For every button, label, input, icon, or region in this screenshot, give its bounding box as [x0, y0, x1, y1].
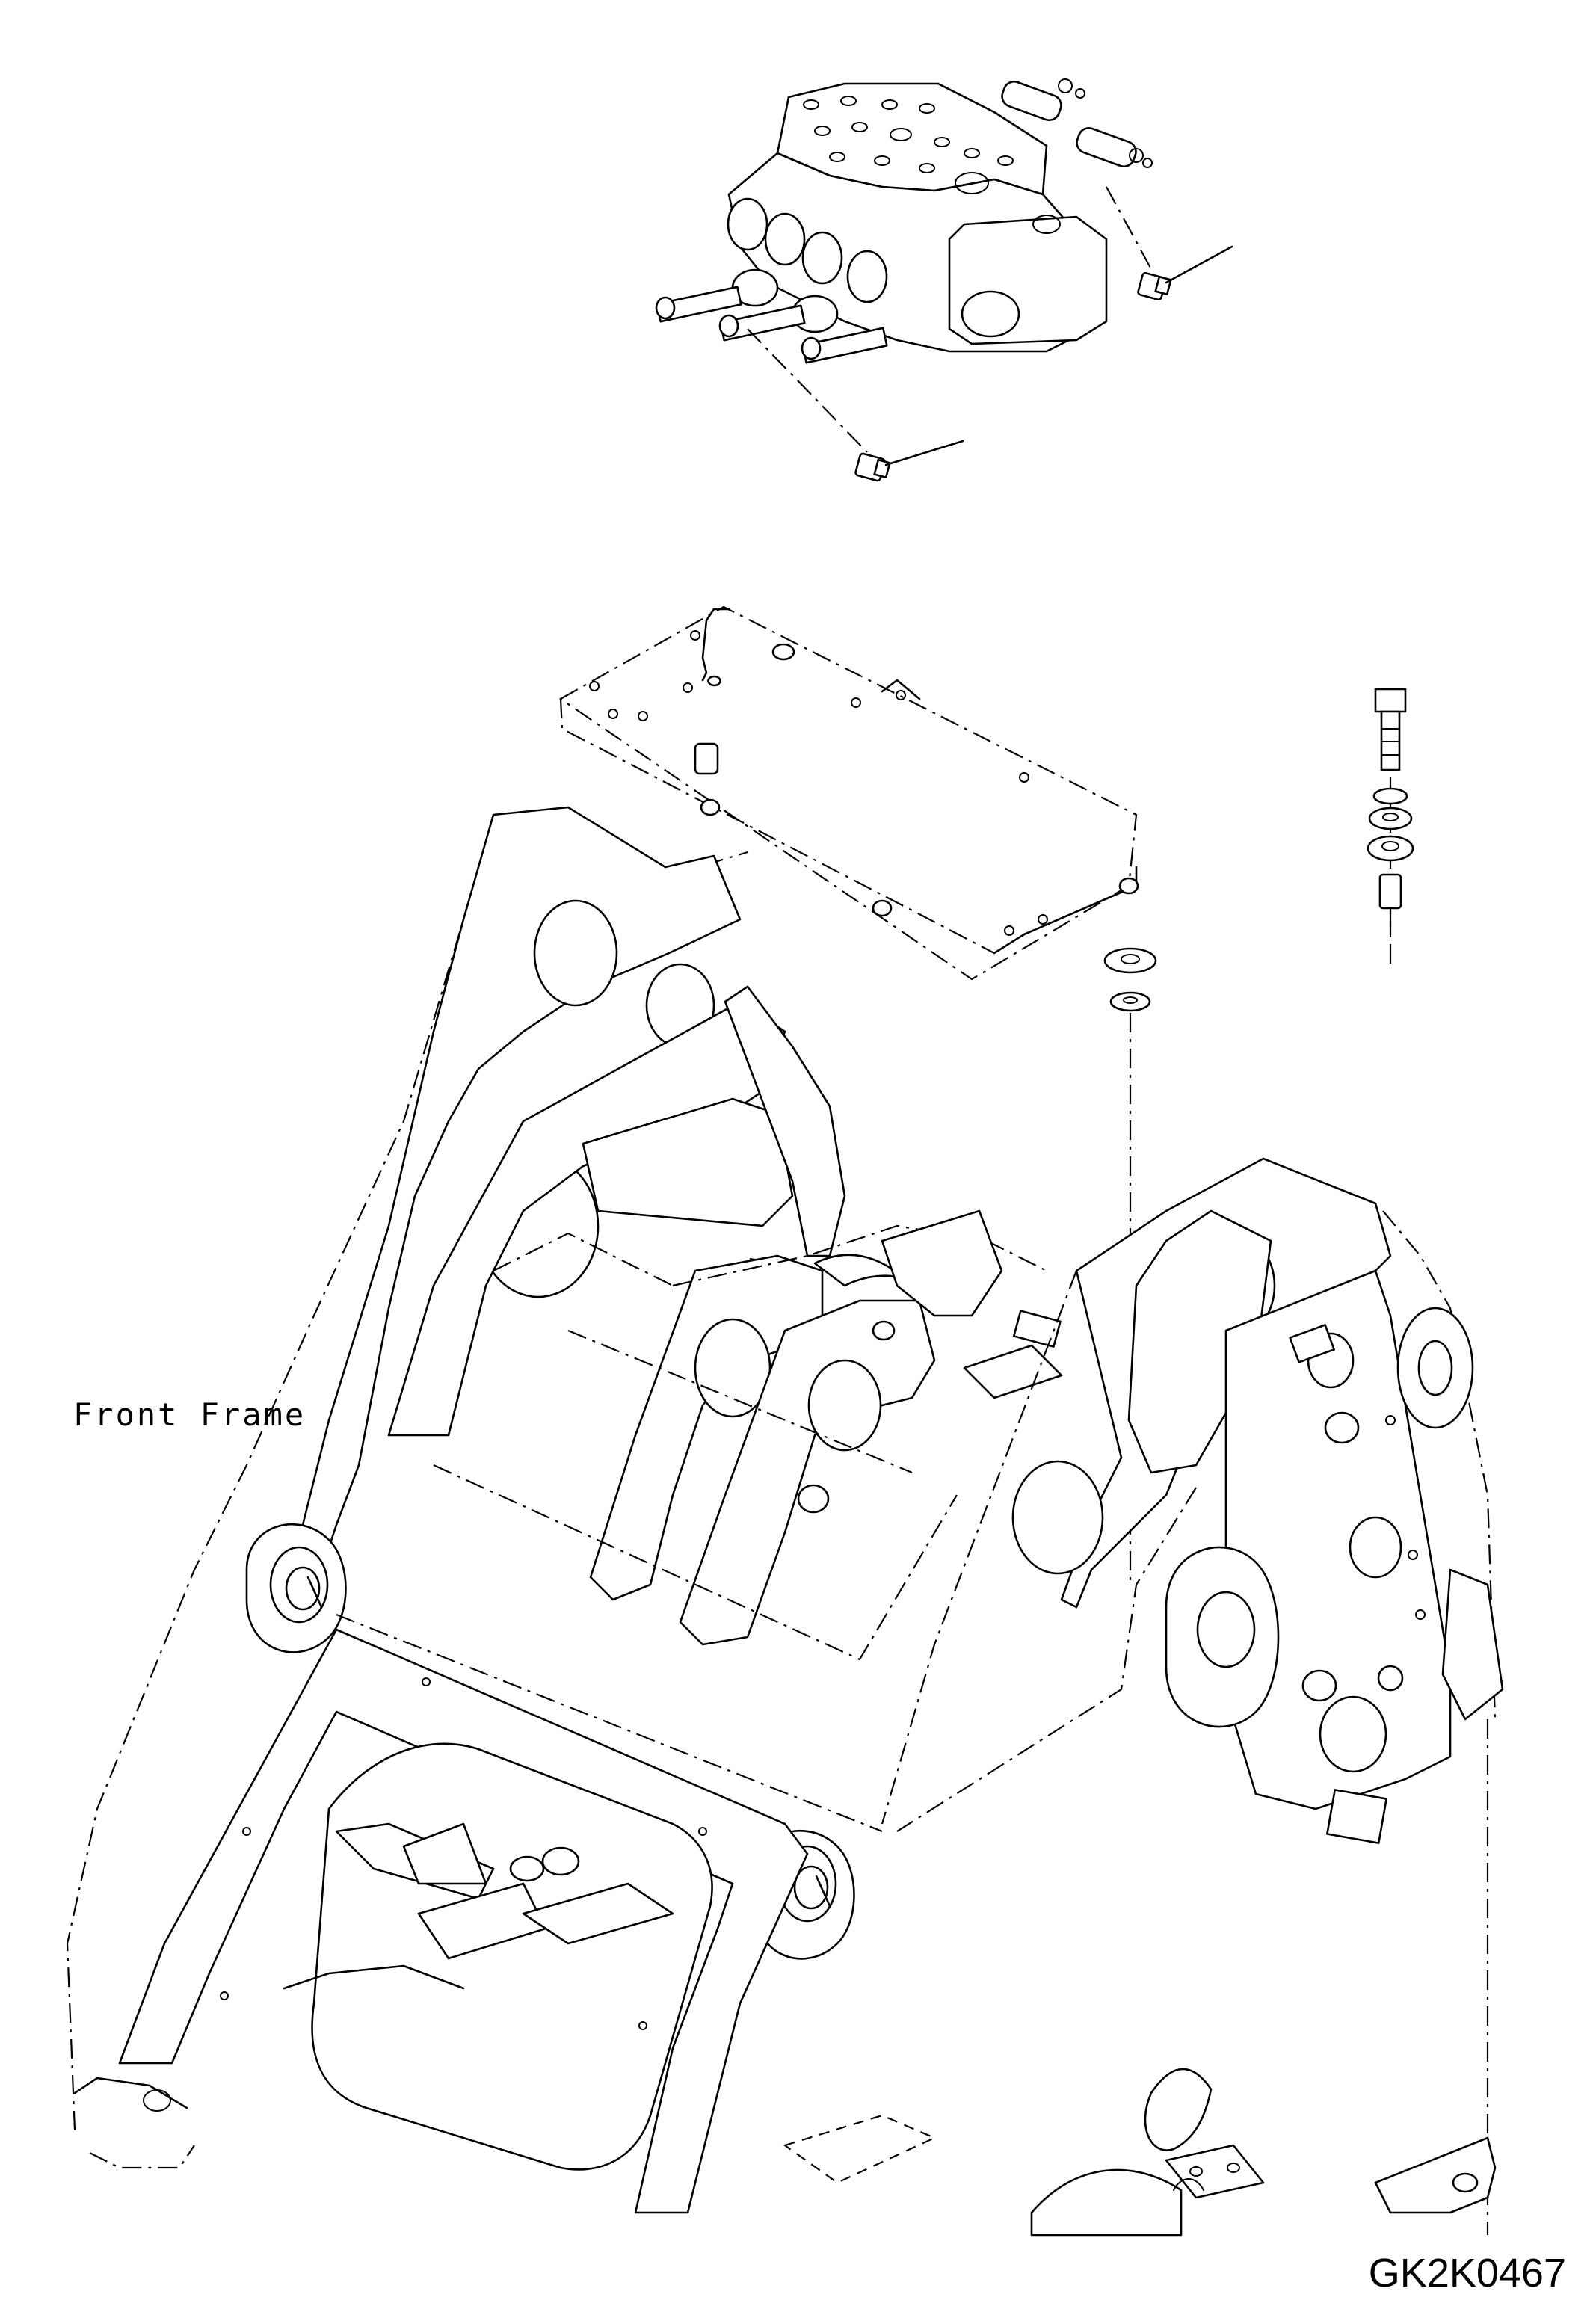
- front-frame-label: Front Frame: [73, 1396, 306, 1433]
- bolt-washer-stack: [1367, 688, 1414, 964]
- drawing-code: GK2K0467: [1368, 2251, 1566, 2296]
- front-frame: [66, 806, 1504, 2237]
- elbow-fitting-right: [1106, 186, 1233, 301]
- control-valve: [655, 78, 1153, 364]
- mounting-bracket: [558, 605, 1139, 981]
- elbow-fitting-left: [747, 328, 964, 482]
